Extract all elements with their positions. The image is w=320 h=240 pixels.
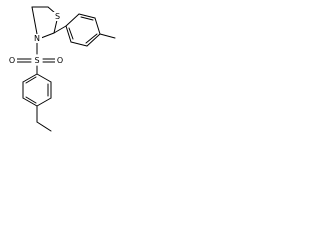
- phenyl-ring-bond-6: [22, 73, 38, 83]
- bond-c2-n3: [40, 32, 55, 39]
- phenyl-double-bond-2: [25, 96, 37, 104]
- tolyl-group: [53, 13, 116, 47]
- tolyl-double-bond-2: [85, 33, 98, 44]
- chemical-structure-diagram: S N S O O: [7, 6, 116, 132]
- tolyl-ring-bond-2: [78, 13, 96, 19]
- thiazolidine-ring: [31, 6, 58, 39]
- atom-label-oxygen-right: O: [57, 56, 63, 65]
- phenyl-ring-bond-1: [36, 73, 52, 83]
- bond-s1-c2: [53, 19, 58, 34]
- atom-label-sulfonyl-sulfur: S: [34, 56, 39, 65]
- phenyl-ring-bond-3: [36, 97, 52, 107]
- bond-c2-aryl: [53, 25, 67, 34]
- phenyl-double-bond-3: [25, 76, 37, 84]
- ethylphenyl-group: [22, 73, 52, 132]
- sulfonyl-group: [16, 42, 56, 75]
- atom-label-nitrogen: N: [34, 34, 40, 43]
- tolyl-double-bond-3: [68, 27, 74, 40]
- atom-label-oxygen-left: O: [9, 56, 15, 65]
- tolyl-ring-bond-1: [65, 13, 80, 27]
- tolyl-ring-bond-4: [86, 33, 101, 47]
- phenyl-ring-bond-4: [22, 97, 38, 107]
- tolyl-ring-bond-5: [70, 41, 88, 47]
- atom-label-ring-sulfur: S: [55, 12, 60, 21]
- tolyl-double-bond-1: [80, 16, 94, 21]
- methyl-bond: [99, 33, 116, 39]
- tolyl-ring-bond-6: [65, 25, 72, 43]
- atom-labels: S N S O O: [7, 12, 65, 65]
- ethyl-bond-2: [36, 121, 52, 132]
- tolyl-ring-bond-3: [94, 17, 101, 35]
- bond-n3-c4: [31, 6, 38, 35]
